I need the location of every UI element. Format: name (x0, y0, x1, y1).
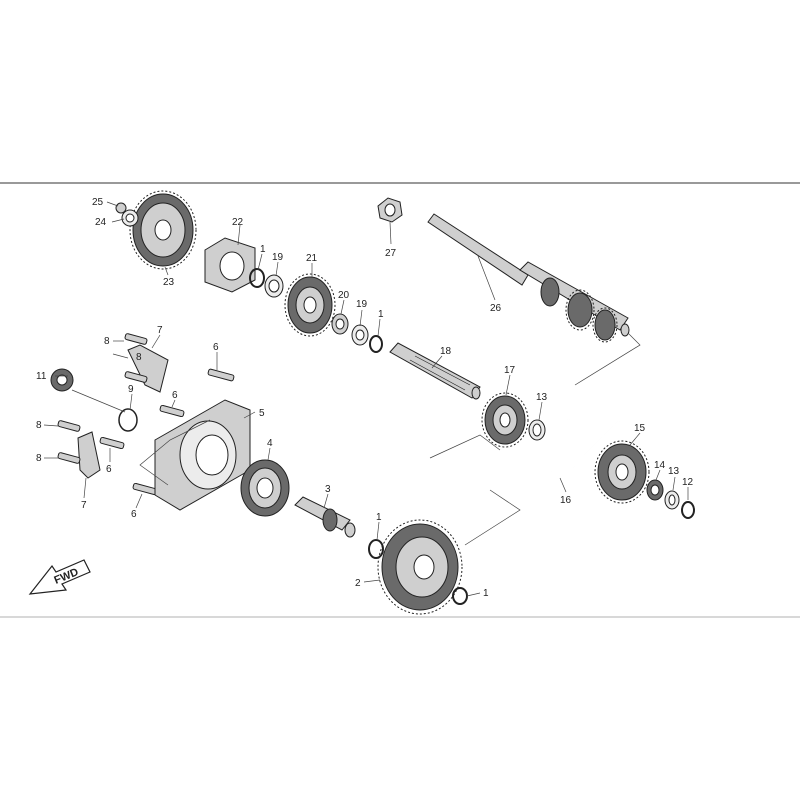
part-8-bolts (57, 333, 148, 464)
part-4-bearing (240, 459, 290, 517)
callout-20: 20 (338, 290, 350, 301)
callout-1c: 1 (376, 512, 382, 523)
callout-22: 22 (232, 217, 244, 228)
part-20-bushing (331, 313, 349, 335)
callout-8b: 8 (136, 352, 142, 363)
part-7-bracket-top (127, 344, 169, 393)
part-1-circlip-lower (368, 539, 384, 559)
part-1-circlip-mid (369, 335, 383, 353)
part-3-shaft (294, 496, 356, 538)
callout-15: 15 (634, 423, 646, 434)
callout-7a: 7 (157, 325, 163, 336)
callout-13a: 13 (536, 392, 548, 403)
forward-arrow-icon: FWD (28, 559, 91, 595)
callout-17: 17 (504, 365, 516, 376)
callout-2: 2 (355, 578, 361, 589)
callout-25: 25 (92, 197, 104, 208)
callout-11: 11 (36, 371, 47, 382)
part-22-bearing-housing (204, 237, 256, 293)
part-9-o-ring (118, 408, 138, 432)
part-5-housing-cover (154, 399, 251, 511)
part-7-bracket-bottom (77, 431, 101, 479)
callout-26: 26 (490, 303, 502, 314)
callout-16: 16 (560, 495, 572, 506)
part-13-washer-left (528, 419, 546, 441)
callout-8d: 8 (36, 453, 42, 464)
callout-24: 24 (95, 217, 107, 228)
callout-6c: 6 (106, 464, 112, 475)
leader-lines (43, 201, 689, 597)
callout-19b: 19 (356, 299, 368, 310)
callout-7b: 7 (81, 500, 87, 511)
part-13-washer-right (664, 490, 680, 510)
part-18-splined-shaft (389, 342, 481, 400)
part-26-main-shaft (427, 213, 630, 343)
callout-19a: 19 (272, 252, 284, 263)
callout-14: 14 (654, 460, 666, 471)
part-19-washer-top (264, 274, 284, 298)
callout-27: 27 (385, 248, 397, 259)
part-19-washer-mid (351, 324, 369, 346)
part-25-nut (115, 202, 127, 214)
callout-1a: 1 (260, 244, 266, 255)
callout-3: 3 (325, 484, 331, 495)
callout-6d: 6 (131, 509, 137, 520)
callout-21: 21 (306, 253, 318, 264)
part-6-bolts (99, 368, 235, 496)
part-24-washer (121, 209, 139, 227)
callout-12: 12 (682, 477, 694, 488)
part-1-circlip-top (249, 268, 265, 288)
part-11-oil-seal (50, 368, 74, 392)
callout-4: 4 (267, 438, 273, 449)
callout-13b: 13 (668, 466, 680, 477)
callout-23: 23 (163, 277, 175, 288)
part-15-sprocket (594, 440, 650, 504)
forward-label: FWD (53, 566, 81, 587)
part-17-gear (481, 392, 529, 448)
part-16-chain (546, 383, 631, 476)
callout-6a: 6 (213, 342, 219, 353)
callout-8a: 8 (104, 336, 110, 347)
callout-6b: 6 (172, 390, 178, 401)
callout-18: 18 (440, 346, 452, 357)
callout-1b: 1 (378, 309, 384, 320)
callout-8c: 8 (36, 420, 42, 431)
callout-9: 9 (128, 384, 134, 395)
part-1-circlip-right (452, 587, 468, 605)
part-2-gear (377, 519, 463, 615)
callout-1d: 1 (483, 588, 489, 599)
part-27-nut (377, 197, 403, 223)
part-12-circlip (681, 501, 695, 519)
part-21-gear (284, 273, 336, 337)
part-14-needle-bearing (646, 479, 664, 501)
callout-5: 5 (259, 408, 265, 419)
callout-labels: 25 24 23 22 1 19 21 20 19 1 18 27 26 17 … (36, 197, 694, 599)
part-23-gear (129, 190, 197, 270)
